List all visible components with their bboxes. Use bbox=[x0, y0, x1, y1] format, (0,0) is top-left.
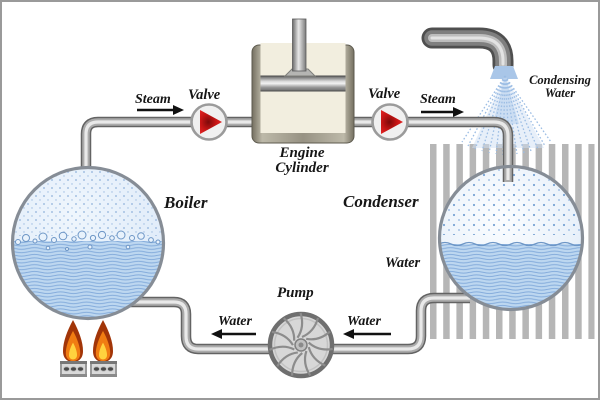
condenser-water-label: Water bbox=[385, 255, 421, 271]
condensing-water-label-line1: Condensing bbox=[529, 73, 591, 87]
steam-pipe-left bbox=[80, 116, 256, 180]
valve-left-icon bbox=[190, 103, 228, 141]
condensing-water-label-line2: Water bbox=[544, 86, 576, 100]
steam-flow-arrow-left bbox=[137, 105, 184, 115]
steam-left-label: Steam bbox=[135, 92, 171, 107]
condensing-water-pipe bbox=[421, 27, 514, 76]
condenser-rim bbox=[437, 164, 585, 312]
engine-cylinder bbox=[251, 18, 355, 144]
steam-right-label: Steam bbox=[420, 92, 456, 107]
piston-rod bbox=[292, 18, 307, 72]
valve-left-label: Valve bbox=[188, 87, 221, 103]
condenser-label: Condenser bbox=[343, 192, 419, 211]
pump-icon bbox=[267, 311, 335, 379]
engine-cylinder-label: Engine Cylinder bbox=[255, 146, 349, 176]
engine-cylinder-label-line2: Cylinder bbox=[275, 160, 329, 176]
water-flow-arrow-right bbox=[343, 329, 391, 339]
water-to-boiler-label: Water bbox=[218, 314, 252, 329]
boiler-label: Boiler bbox=[164, 193, 208, 212]
pump-label: Pump bbox=[277, 285, 314, 301]
valve-right-label: Valve bbox=[368, 86, 401, 102]
water-from-condenser-label: Water bbox=[347, 314, 381, 329]
engine-cylinder-label-line1: Engine bbox=[279, 145, 325, 161]
valve-right-icon bbox=[371, 103, 409, 141]
condensing-spray-icon bbox=[461, 66, 552, 156]
steam-pipe-right bbox=[348, 116, 514, 182]
steam-flow-arrow-right bbox=[421, 107, 464, 117]
burner-right-icon bbox=[90, 320, 117, 377]
water-flow-arrow-left bbox=[211, 329, 256, 339]
condensing-water-label: Condensing Water bbox=[520, 73, 598, 100]
burner-left-icon bbox=[60, 320, 87, 377]
